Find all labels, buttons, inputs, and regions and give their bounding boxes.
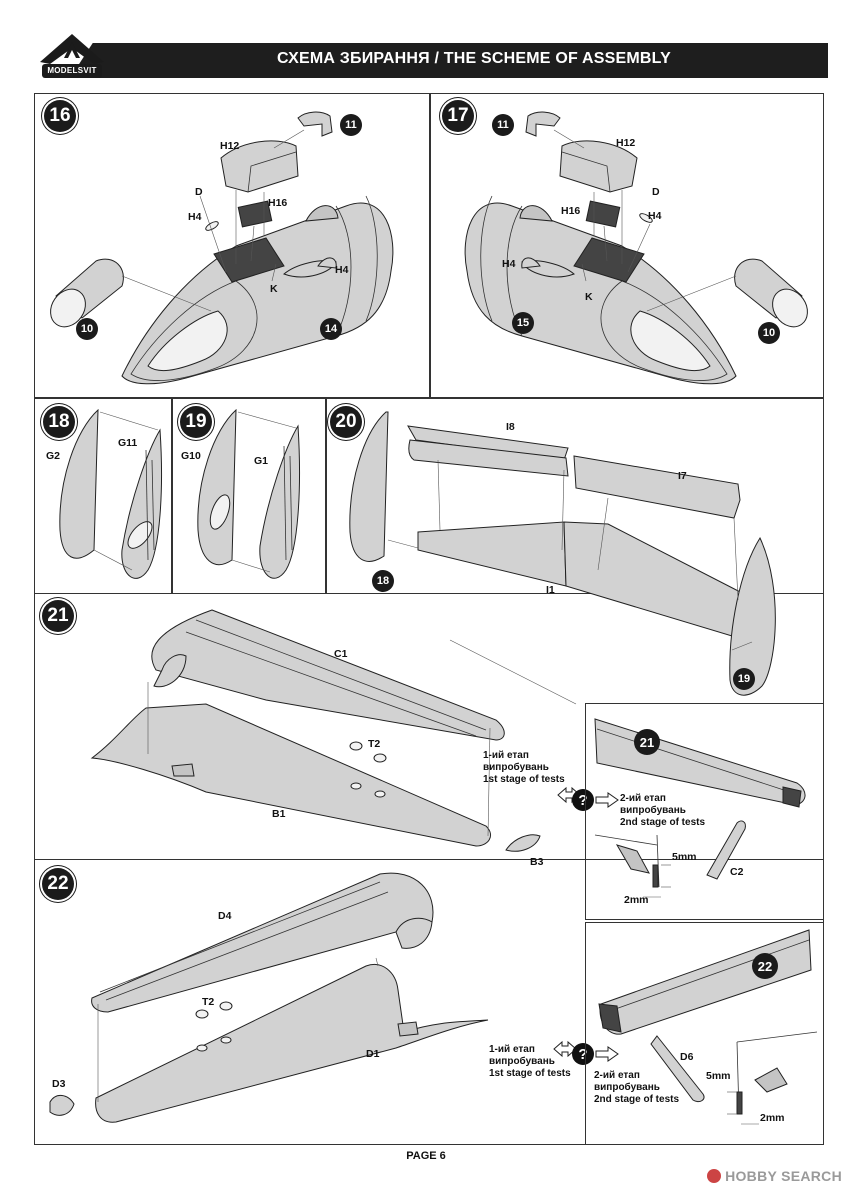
step-20-drawing <box>349 411 776 696</box>
label-k: K <box>585 291 593 303</box>
stage-2-note: 2-ий етап випробувань 2nd stage of tests <box>594 1070 680 1105</box>
label-b3: B3 <box>530 856 544 868</box>
label-h12: H12 <box>220 140 240 152</box>
callout-19: 19 <box>733 668 755 690</box>
inset-21-drawing <box>594 718 806 898</box>
label-d: D <box>652 186 660 198</box>
callout-10: 10 <box>758 322 780 344</box>
inset-22-drawing <box>598 929 818 1125</box>
label-g11: G11 <box>118 437 138 449</box>
dim-5mm: 5mm <box>672 851 697 863</box>
question-icon: ? <box>572 1043 594 1065</box>
inset-21-callout: 21 <box>634 729 660 755</box>
label-h16: H16 <box>561 205 581 217</box>
page-number: PAGE 6 <box>406 1150 446 1162</box>
dim-2mm: 2mm <box>624 894 649 906</box>
callout-14: 14 <box>320 318 342 340</box>
header-bar <box>70 43 828 78</box>
dim-5mm: 5mm <box>706 1070 731 1082</box>
label-g10: G10 <box>181 450 201 462</box>
callout-18: 18 <box>372 570 394 592</box>
label-h4-top: H4 <box>648 210 662 222</box>
step-18-number: 18 <box>43 406 75 438</box>
label-h12: H12 <box>616 137 636 149</box>
inset-22-panel <box>585 922 824 1145</box>
watermark-text: HOBBY SEARCH <box>725 1168 842 1184</box>
modelsvit-logo-icon <box>40 34 104 78</box>
dim-2mm: 2mm <box>760 1112 785 1124</box>
label-d6: D6 <box>680 1051 694 1063</box>
label-d: D <box>195 186 203 198</box>
label-t2: T2 <box>202 996 215 1008</box>
label-k: K <box>270 283 278 295</box>
label-h4-top: H4 <box>188 211 202 223</box>
callout-10: 10 <box>76 318 98 340</box>
step-17-panel <box>430 93 824 398</box>
step-19-drawing <box>197 408 300 579</box>
callout-15: 15 <box>512 312 534 334</box>
step-20-number: 20 <box>330 406 362 438</box>
step-20-panel <box>326 398 824 594</box>
watermark-icon <box>707 1169 722 1183</box>
label-d1: D1 <box>366 1048 380 1060</box>
step-18-panel <box>34 398 172 594</box>
step-17-drawing <box>464 111 808 385</box>
step-22-number: 22 <box>42 868 74 900</box>
stage-1-note: 1-ий етап випробувань 1st stage of tests <box>489 1044 571 1079</box>
inset-21-panel <box>585 703 824 920</box>
step-22-drawing <box>49 872 489 1123</box>
right-arrow-icon <box>595 1046 619 1062</box>
step-16-number: 16 <box>44 100 76 132</box>
step-21-number: 21 <box>42 600 74 632</box>
label-d3: D3 <box>52 1078 66 1090</box>
logo-text: MODELSVIT <box>47 66 97 75</box>
step-17-number: 17 <box>442 100 474 132</box>
step-19-number: 19 <box>180 406 212 438</box>
label-i7: I7 <box>678 470 687 482</box>
callout-11: 11 <box>340 114 362 136</box>
label-g1: G1 <box>254 455 269 467</box>
label-i8: I8 <box>506 421 515 433</box>
page-title: СХЕМА ЗБИРАННЯ / THE SCHEME OF ASSEMBLY <box>276 50 672 67</box>
label-b1: B1 <box>272 808 286 820</box>
stage-2-note: 2-ий етап випробувань 2nd stage of tests <box>620 793 706 828</box>
right-arrow-icon <box>595 792 619 808</box>
step-19-panel <box>172 398 326 594</box>
label-t2: T2 <box>368 738 381 750</box>
label-d4: D4 <box>218 910 232 922</box>
label-c2: C2 <box>730 866 744 878</box>
label-h4-side: H4 <box>335 264 349 276</box>
step-16-panel <box>34 93 430 398</box>
label-h4-side: H4 <box>502 258 516 270</box>
inset-22-callout: 22 <box>752 953 778 979</box>
callout-11: 11 <box>492 114 514 136</box>
step-18-drawing <box>59 408 162 579</box>
step-21-drawing <box>90 609 577 852</box>
stage-1-note: 1-ий етап випробувань 1st stage of tests <box>483 750 565 785</box>
label-g2: G2 <box>46 450 61 462</box>
label-c1: C1 <box>334 648 348 660</box>
watermark: HOBBY SEARCH <box>707 1168 842 1184</box>
question-icon: ? <box>572 789 594 811</box>
label-i1: I1 <box>546 584 555 596</box>
label-h16: H16 <box>268 197 288 209</box>
